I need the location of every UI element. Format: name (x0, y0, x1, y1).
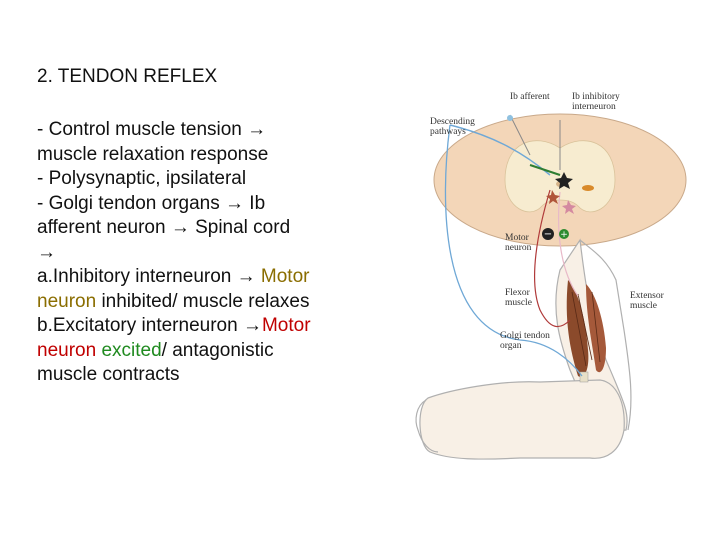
text-line: afferent neuron → Spinal cord (37, 216, 397, 241)
text-run: - Control muscle tension (37, 119, 248, 140)
highlight-motor: Motor (255, 266, 310, 287)
minus-sign: − (544, 229, 552, 240)
text-run: Ib (244, 192, 266, 214)
afferent-ganglion (507, 115, 513, 121)
highlight-excited: excited (96, 339, 162, 361)
arrow-icon: → (225, 192, 245, 214)
motor-neuron-icon (546, 190, 560, 204)
slide-title: 2. TENDON REFLEX (37, 66, 218, 87)
descending-pathway (449, 124, 551, 176)
label-extensor: Extensor (630, 291, 665, 301)
arrow-icon: → (170, 217, 190, 238)
afferent-terminal (529, 164, 561, 176)
text-line: b.Excitatory interneuron →Motor (37, 314, 397, 339)
text-line: muscle relaxation response (37, 143, 269, 165)
text-line: → (37, 241, 397, 266)
label-ib-inhibitory: Ib inhibitory (572, 92, 620, 102)
label-neuron: neuron (505, 243, 532, 253)
text-line: - Control muscle tension → (37, 118, 397, 143)
label-pathways: pathways (430, 127, 466, 137)
highlight-neuron: neuron (37, 290, 97, 312)
label-flexor-muscle: muscle (505, 298, 532, 308)
synapse-icon (582, 185, 594, 191)
text-run: inhibited/ muscle relaxes (96, 290, 310, 312)
text-run: b.Excitatory interneuron (37, 315, 243, 336)
text-line: neuron excited/ antagonistic (37, 339, 397, 364)
arrow-icon: → (37, 241, 56, 263)
label-flexor: Flexor (505, 288, 531, 298)
label-descending: Descending (430, 117, 475, 127)
golgi-tendon-organ (579, 371, 589, 383)
text-line: - Polysynaptic, ipsilateral (37, 168, 247, 189)
label-extensor-muscle: muscle (630, 301, 657, 311)
text-line: - Golgi tendon organs → Ib (37, 192, 397, 217)
motor-neuron-icon (562, 200, 576, 214)
text-run: / antagonistic (161, 339, 274, 361)
excitatory-fiber (558, 191, 579, 297)
text-line: neuron inhibited/ muscle relaxes (37, 290, 397, 315)
bullet-list: - Control muscle tension → muscle relaxa… (37, 118, 397, 388)
arrow-icon: → (236, 266, 256, 287)
afferent-pointer (509, 114, 531, 156)
motor-neuron-fiber (533, 189, 571, 328)
text-line: muscle contracts (37, 364, 180, 385)
arrow-icon: → (242, 315, 262, 336)
flexor-muscle (566, 280, 589, 377)
excitatory-synapse-icon (559, 229, 569, 239)
ib-afferent-fiber (444, 124, 583, 377)
plus-sign: + (560, 230, 568, 240)
arm-outline (579, 239, 632, 431)
hand (415, 399, 439, 453)
text-run: Spinal cord (189, 217, 291, 238)
text-line: a.Inhibitory interneuron → Motor (37, 265, 397, 290)
forearm (419, 379, 625, 460)
label-organ: organ (500, 341, 522, 351)
arrow-icon: → (247, 119, 267, 140)
gray-matter (504, 140, 616, 213)
label-golgi: Golgi tendon (500, 331, 550, 341)
text-run: - Golgi tendon organs (37, 192, 226, 214)
label-ib-afferent: Ib afferent (510, 91, 550, 102)
tendon-reflex-diagram: − + Ib afferent Ib inhibitory interneuro… (415, 91, 687, 460)
label-motor: Motor (505, 233, 530, 243)
text-run: afferent neuron (37, 217, 171, 238)
label-interneuron: interneuron (572, 102, 616, 112)
highlight-motor: Motor (261, 315, 311, 336)
inhibitory-synapse-icon (542, 228, 554, 240)
highlight-neuron: neuron (37, 339, 97, 361)
inhibitory-interneuron-icon (555, 172, 573, 189)
slide-text: 2. TENDON REFLEX - Control muscle tensio… (37, 62, 397, 388)
text-run: a.Inhibitory interneuron (37, 266, 237, 287)
muscle-fibers (571, 291, 601, 367)
